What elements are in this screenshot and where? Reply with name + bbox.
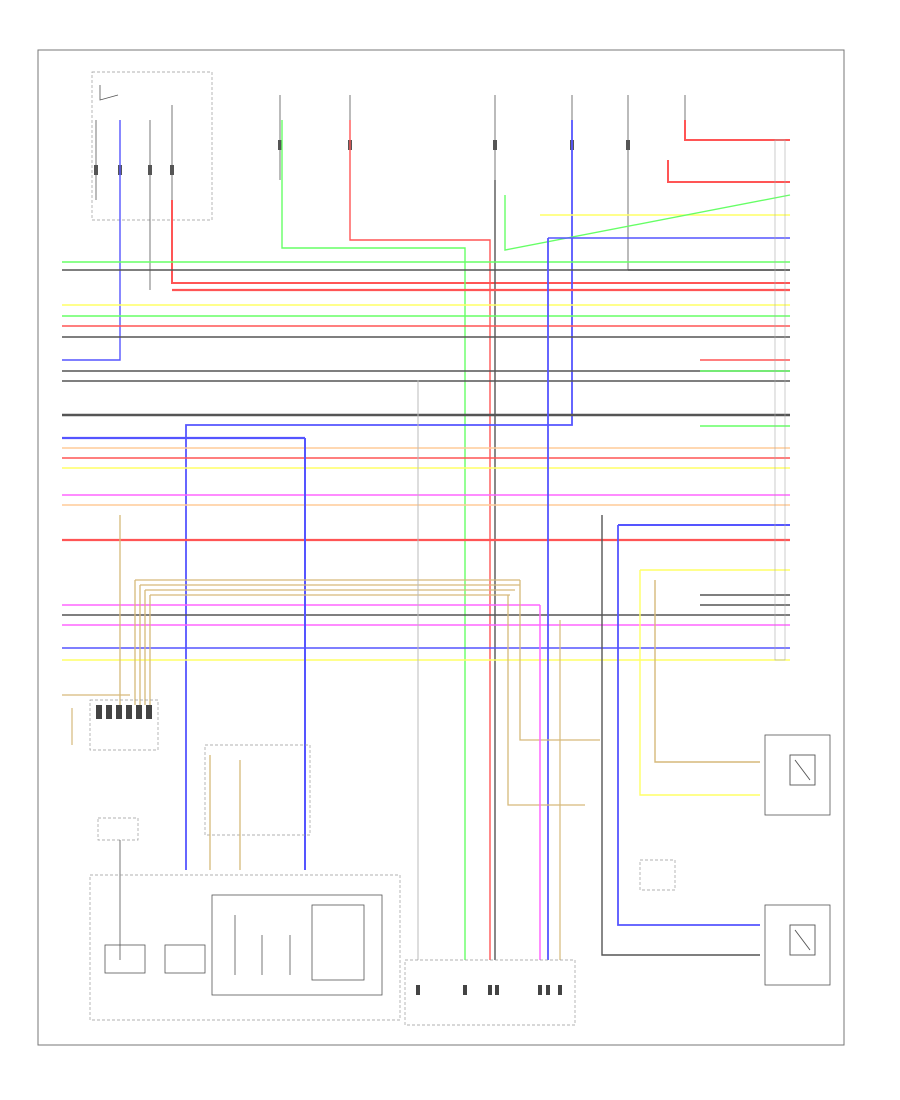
ecu-pins: [416, 985, 562, 995]
switch-contact: [99, 85, 119, 101]
top-connector-pins: [94, 140, 630, 175]
left-connector-group: [96, 705, 152, 719]
sensor-symbol-right: [789, 754, 816, 786]
top-connector-stubs: [95, 95, 686, 290]
horizontal-wire-bus: [62, 261, 790, 661]
diagram-border: [37, 49, 845, 1046]
instrument-cluster-box: [89, 874, 401, 1021]
right-connector-column: [774, 139, 786, 661]
front-right-speed-sensor: [764, 734, 831, 816]
cluster-inner-box: [211, 894, 383, 996]
cluster-component-2: [164, 944, 206, 974]
small-connector-box: [97, 817, 139, 841]
cluster-component-1: [104, 944, 146, 974]
cluster-switch-box: [311, 904, 365, 981]
right-side-stubs: [504, 194, 791, 960]
front-left-speed-sensor: [764, 904, 831, 986]
middle-switch-box: [204, 744, 311, 836]
left-connector-box: [89, 699, 159, 751]
tan-wire-bundle: [62, 515, 600, 806]
top-left-switch-box: [91, 71, 213, 221]
sensor-symbol-left: [789, 924, 816, 956]
ecu-box: [404, 959, 576, 1026]
cluster-inner-lines: [234, 915, 291, 975]
ground-box: [639, 859, 676, 891]
